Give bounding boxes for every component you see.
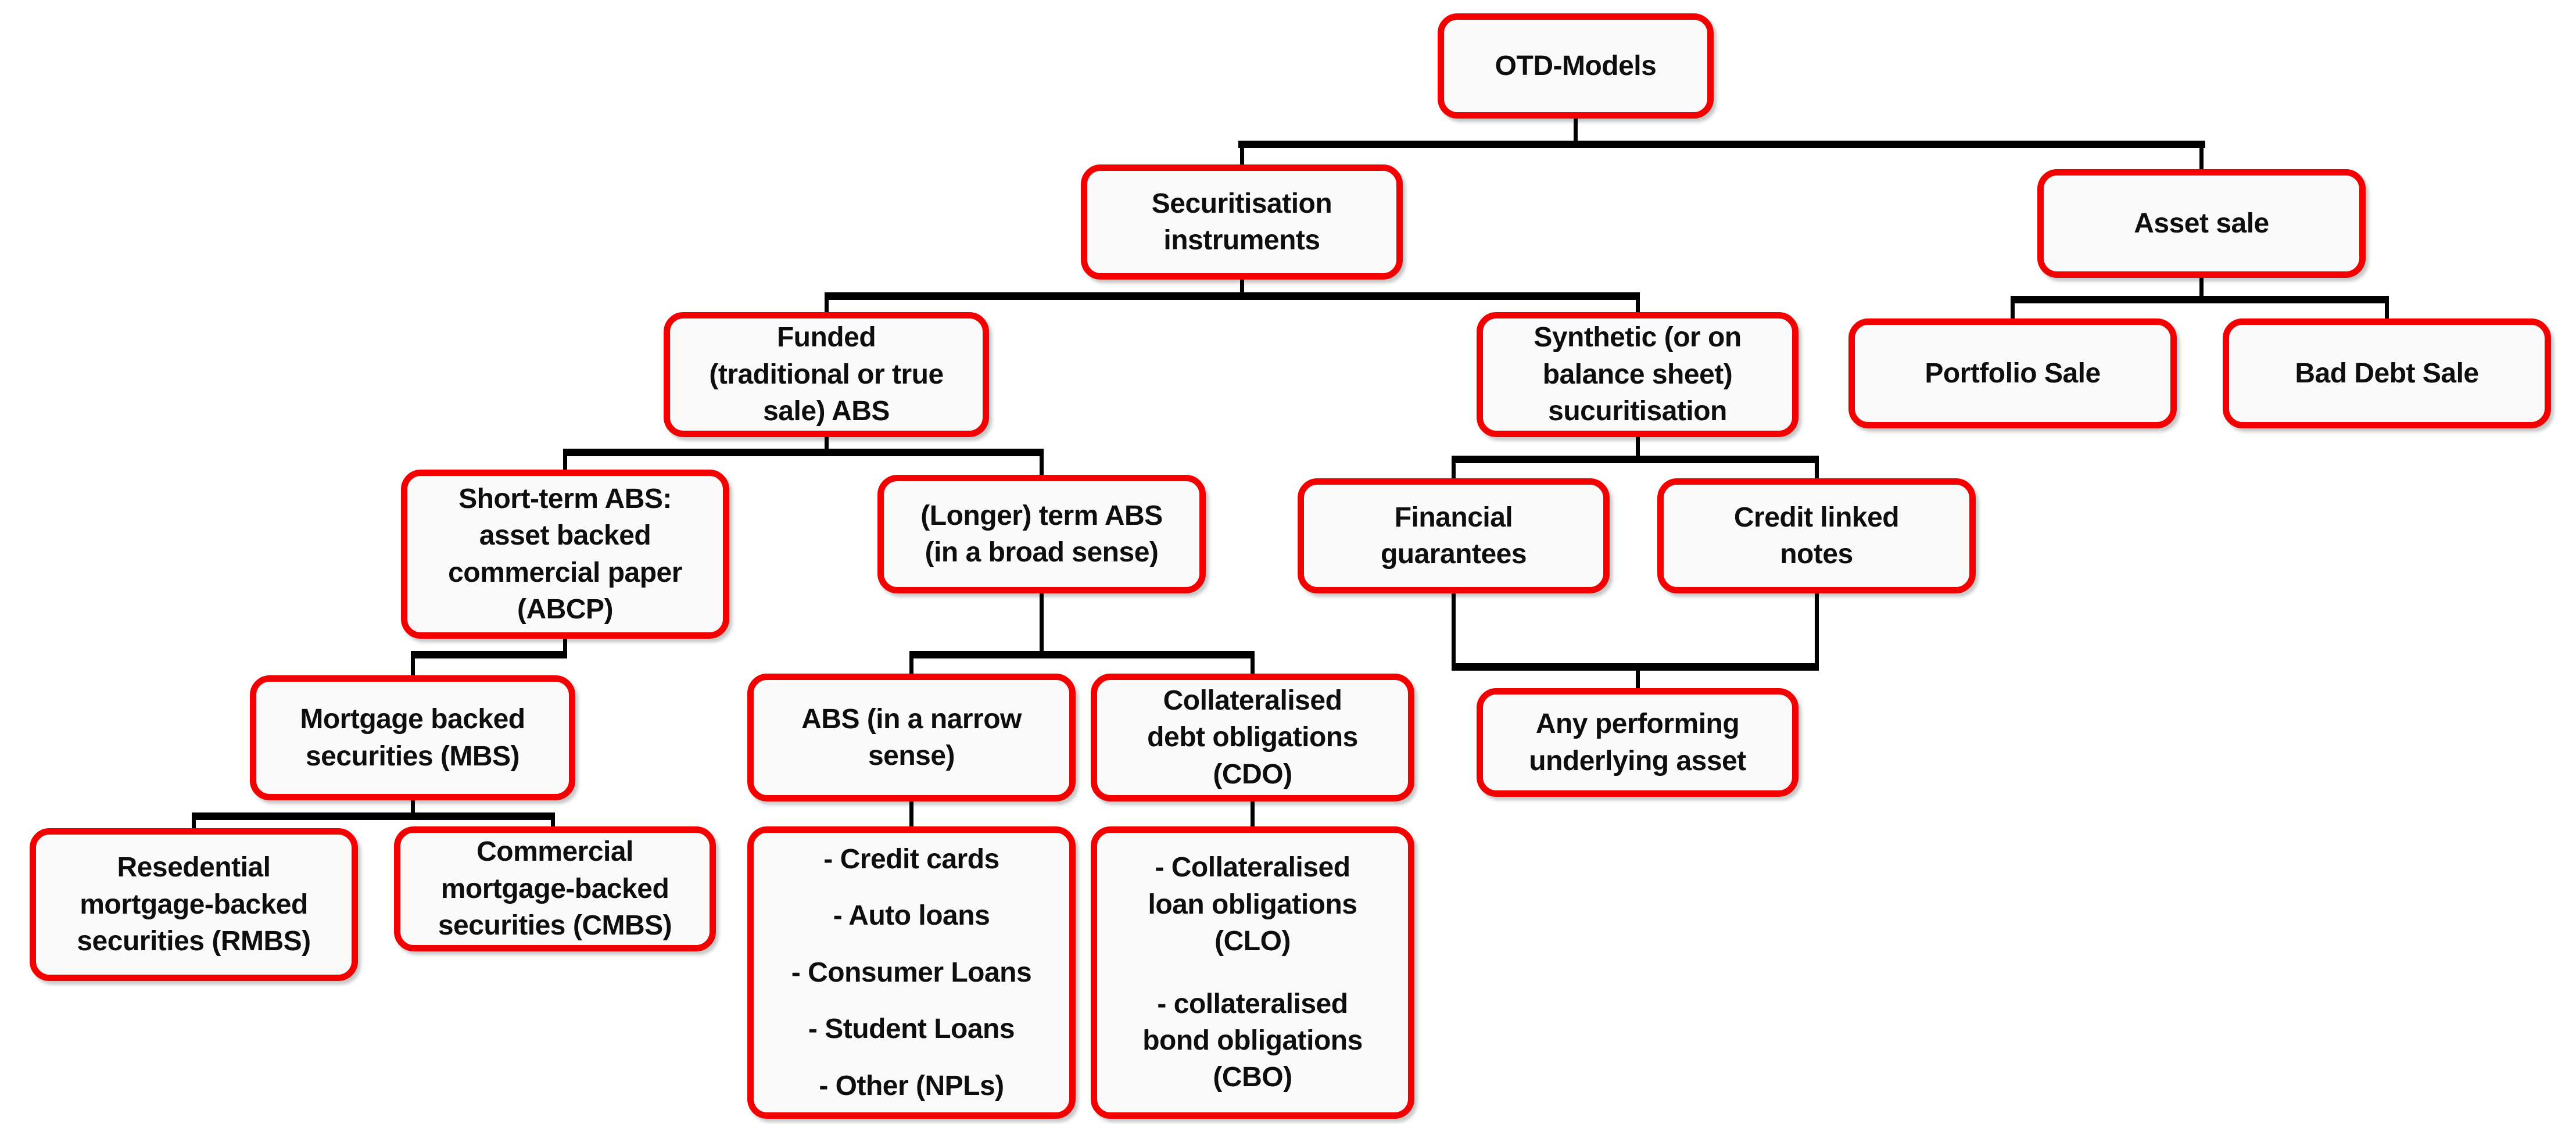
list-item: - collateralised bond obligations (CBO): [1142, 988, 1363, 1093]
connector-funded-to-longer-term: [1040, 449, 1044, 475]
connector-asset-sale-stem: [2199, 278, 2204, 300]
connector-merge-to-any-asset: [1636, 663, 1640, 688]
connector-funded-stem: [825, 437, 829, 456]
node-asset-sale: Asset sale: [2037, 169, 2366, 278]
list-item: - Consumer Loans: [791, 957, 1032, 988]
node-abs-underlying-list: - Credit cards - Auto loans - Consumer L…: [747, 826, 1076, 1119]
node-portfolio-sale: Portfolio Sale: [1848, 318, 2177, 428]
node-cdo: Collateralised debt obligations (CDO): [1091, 674, 1414, 801]
connector-synthetic-bar: [1452, 456, 1819, 463]
list-item: - Student Loans: [808, 1014, 1015, 1045]
connector-funded-bar: [563, 449, 1044, 456]
connector-synthetic-to-cln: [1815, 456, 1819, 478]
connector-asset-sale-to-bad-debt: [2385, 296, 2389, 318]
list-item: - Collateralised loan obligations (CLO): [1148, 852, 1358, 957]
connector-abcp-bar: [411, 651, 567, 658]
node-funded-abs: Funded (traditional or true sale) ABS: [664, 312, 989, 437]
connector-abcp-to-mbs: [411, 651, 415, 675]
list-item: - Other (NPLs): [819, 1070, 1004, 1101]
connector-fin-guarantees-down: [1452, 593, 1456, 671]
node-financial-guarantees: Financial guarantees: [1298, 478, 1610, 593]
connector-synthetic-to-fin-guarantees: [1452, 456, 1456, 478]
connector-securitisation-to-funded: [825, 292, 829, 312]
connector-otd-to-securitisation: [1240, 141, 1244, 164]
connector-otd-stem: [1574, 119, 1578, 148]
connector-asset-sale-to-portfolio: [2011, 296, 2015, 318]
node-any-performing-underlying-asset: Any performing underlying asset: [1477, 688, 1798, 797]
connector-securitisation-stem: [1240, 280, 1244, 300]
connector-otd-to-asset-sale: [2199, 141, 2204, 169]
node-credit-linked-notes: Credit linked notes: [1657, 478, 1976, 593]
connector-funded-to-abcp: [563, 449, 567, 470]
node-short-term-abs-abcp: Short-term ABS: asset backed commercial …: [401, 470, 729, 639]
connector-otd-bar: [1238, 141, 2205, 148]
node-mortgage-backed-securities: Mortgage backed securities (MBS): [250, 675, 575, 800]
node-synthetic-securitisation: Synthetic (or on balance sheet) sucuriti…: [1477, 312, 1798, 437]
node-cdo-types-list: - Collateralised loan obligations (CLO) …: [1091, 826, 1414, 1119]
connector-mbs-stem: [411, 800, 415, 820]
node-rmbs: Resedential mortgage-backed securities (…: [30, 828, 358, 981]
connector-mbs-to-cmbs: [551, 812, 555, 826]
connector-longer-term-bar: [909, 651, 1255, 658]
connector-synthetic-stem: [1636, 437, 1640, 463]
connector-longer-term-to-cdo: [1251, 651, 1255, 674]
connector-longer-term-stem: [1040, 593, 1044, 658]
connector-abs-narrow-to-list: [909, 801, 913, 826]
list-item: - Auto loans: [833, 900, 990, 932]
node-bad-debt-sale: Bad Debt Sale: [2223, 318, 2551, 428]
node-longer-term-abs: (Longer) term ABS (in a broad sense): [877, 475, 1206, 593]
connector-asset-sale-bar: [2011, 296, 2389, 303]
connector-longer-term-to-abs-narrow: [909, 651, 913, 674]
connector-cdo-to-list: [1251, 801, 1255, 826]
connector-securitisation-to-synthetic: [1636, 292, 1640, 312]
connector-mbs-to-rmbs: [192, 812, 196, 828]
connector-merge-bar: [1452, 663, 1819, 671]
connector-abcp-stem: [563, 639, 567, 658]
node-cmbs: Commercial mortgage-backed securities (C…: [394, 826, 716, 951]
node-abs-narrow-sense: ABS (in a narrow sense): [747, 674, 1076, 801]
connector-mbs-bar: [192, 812, 555, 820]
connector-cln-down: [1815, 593, 1819, 671]
node-securitisation-instruments: Securitisation instruments: [1081, 164, 1403, 280]
connector-securitisation-bar: [825, 292, 1638, 300]
node-otd-models: OTD-Models: [1438, 13, 1714, 119]
list-item: - Credit cards: [823, 844, 999, 875]
